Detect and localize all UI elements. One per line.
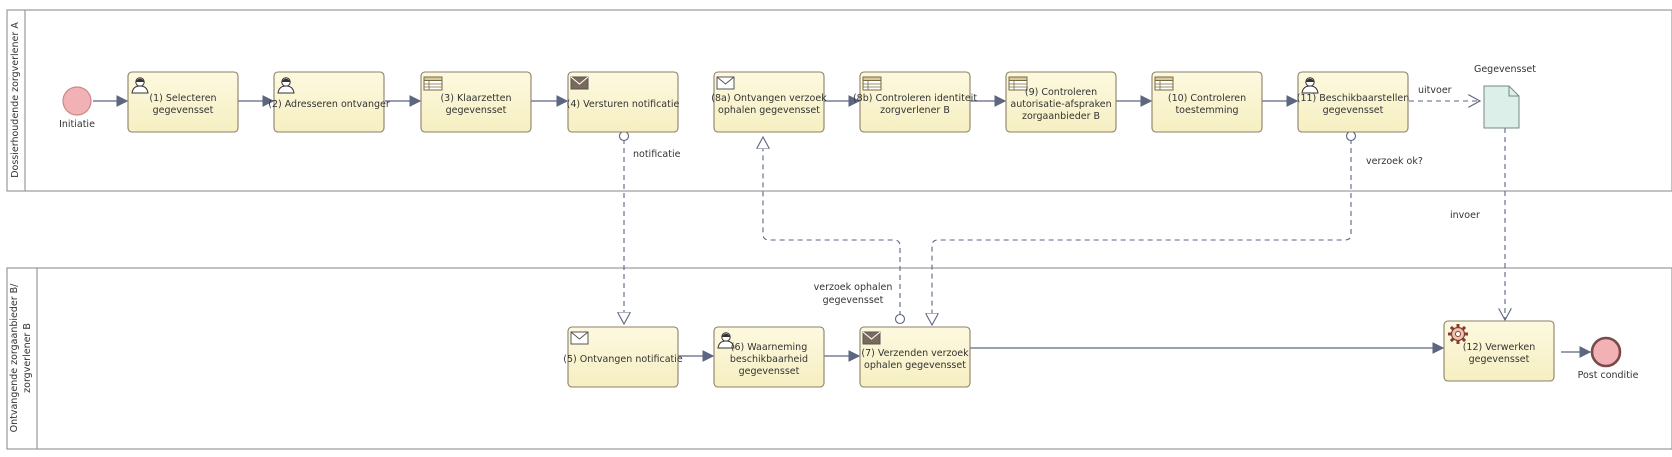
task-label-line: beschikbaarheid bbox=[730, 354, 808, 365]
flow-label-uitvoer: uitvoer bbox=[1418, 85, 1452, 96]
task-label-line: (6) Waarneming bbox=[731, 342, 807, 353]
table-icon bbox=[423, 76, 443, 91]
task-label-line: (4) Versturen notificatie bbox=[567, 99, 680, 110]
message-start-circle-t7 bbox=[894, 313, 906, 325]
task-t5[interactable]: (5) Ontvangen notificatie bbox=[563, 326, 683, 388]
task-box bbox=[567, 326, 679, 388]
message-flow-verzoek-ophalen bbox=[763, 137, 901, 316]
task-label-line: gegevensset bbox=[153, 105, 214, 116]
task-label-line: gegevensset bbox=[1469, 354, 1530, 365]
lane-label-b-line2: zorgverlener B bbox=[22, 323, 33, 393]
sequence-flows bbox=[93, 95, 1592, 362]
flow-label-verzoek-ok: verzoek ok? bbox=[1366, 156, 1423, 167]
task-box bbox=[273, 71, 385, 133]
user-icon bbox=[1301, 77, 1319, 94]
task-label-line: ophalen gegevensset bbox=[864, 360, 966, 371]
task-box bbox=[420, 71, 532, 133]
task-t9[interactable]: (9) Controlerenautorisatie-afsprakenzorg… bbox=[1005, 71, 1117, 133]
flow-label-verzoek-line2: gegevensset bbox=[823, 295, 884, 306]
flow-label-invoer: invoer bbox=[1450, 210, 1480, 221]
flow-label-verzoek-line1: verzoek ophalen bbox=[814, 282, 893, 293]
task-box bbox=[1297, 71, 1409, 133]
task-label-line: autorisatie-afspraken bbox=[1010, 99, 1111, 110]
task-box bbox=[713, 71, 825, 133]
task-label-line: (10) Controleren bbox=[1168, 93, 1246, 104]
task-label-line: (2) Adresseren ontvanger bbox=[268, 99, 390, 110]
task-t4[interactable]: (4) Versturen notificatie bbox=[567, 71, 680, 133]
envelope-filled-icon bbox=[862, 331, 881, 345]
envelope-filled-icon bbox=[570, 76, 589, 90]
task-label-line: gegevensset bbox=[739, 366, 800, 377]
task-t8b[interactable]: (8b) Controleren identiteitzorgverlener … bbox=[853, 71, 977, 133]
end-event-label: Post conditie bbox=[1578, 370, 1639, 381]
message-start-circle-t4 bbox=[618, 130, 630, 142]
task-label-line: (9) Controleren bbox=[1025, 87, 1097, 98]
message-start-circle-t11 bbox=[1345, 130, 1357, 142]
task-label-line: gegevensset bbox=[446, 105, 507, 116]
task-label-line: (12) Verwerken bbox=[1463, 342, 1536, 353]
envelope-icon bbox=[716, 76, 735, 90]
start-event[interactable] bbox=[62, 86, 92, 116]
lane-label-a: Dossierhoudende zorgverlener A bbox=[10, 22, 21, 178]
task-box bbox=[567, 71, 679, 133]
task-label-line: (8b) Controleren identiteit bbox=[853, 93, 977, 104]
task-box bbox=[1005, 71, 1117, 133]
task-label-line: (8a) Ontvangen verzoek bbox=[711, 93, 827, 104]
data-object-gegevensset[interactable] bbox=[1483, 85, 1520, 129]
task-label-line: (1) Selecteren bbox=[149, 93, 216, 104]
message-flow-verzoek-ok bbox=[932, 139, 1352, 325]
flow-label-notificatie: notificatie bbox=[633, 149, 681, 160]
task-label-line: toestemming bbox=[1175, 105, 1238, 116]
data-object-label: Gegevensset bbox=[1474, 64, 1536, 75]
task-box bbox=[713, 326, 825, 388]
table-icon bbox=[1008, 76, 1028, 91]
task-label-line: (5) Ontvangen notificatie bbox=[563, 354, 683, 365]
table-icon bbox=[1154, 76, 1174, 91]
task-label-line: (3) Klaarzetten bbox=[440, 93, 511, 104]
task-box bbox=[127, 71, 239, 133]
task-label-line: gegevensset bbox=[1323, 105, 1384, 116]
task-label-line: zorgaanbieder B bbox=[1022, 111, 1100, 122]
task-label-line: (7) Verzenden verzoek bbox=[861, 348, 969, 359]
task-label-line: ophalen gegevensset bbox=[718, 105, 820, 116]
user-icon bbox=[131, 77, 149, 94]
task-label-line: zorgverlener B bbox=[880, 105, 950, 116]
lane-label-b-line1: Ontvangende zorgaanbieder B/ bbox=[9, 283, 20, 433]
task-label-line: (11) Beschikbaarstellen bbox=[1297, 93, 1409, 104]
start-event-label: Initiatie bbox=[59, 119, 95, 130]
task-box bbox=[859, 71, 971, 133]
task-t2[interactable]: (2) Adresseren ontvanger bbox=[268, 71, 390, 133]
end-event[interactable] bbox=[1590, 336, 1622, 368]
task-box bbox=[1443, 320, 1555, 382]
gear-icon bbox=[1448, 324, 1468, 344]
message-flows bbox=[624, 101, 1505, 325]
task-box bbox=[1151, 71, 1263, 133]
table-icon bbox=[862, 76, 882, 91]
user-icon bbox=[277, 77, 295, 94]
task-box bbox=[859, 326, 971, 388]
lane-ontvangende: Ontvangende zorgaanbieder B/ zorgverlene… bbox=[6, 267, 1672, 450]
user-icon bbox=[717, 332, 735, 349]
envelope-icon bbox=[570, 331, 589, 345]
